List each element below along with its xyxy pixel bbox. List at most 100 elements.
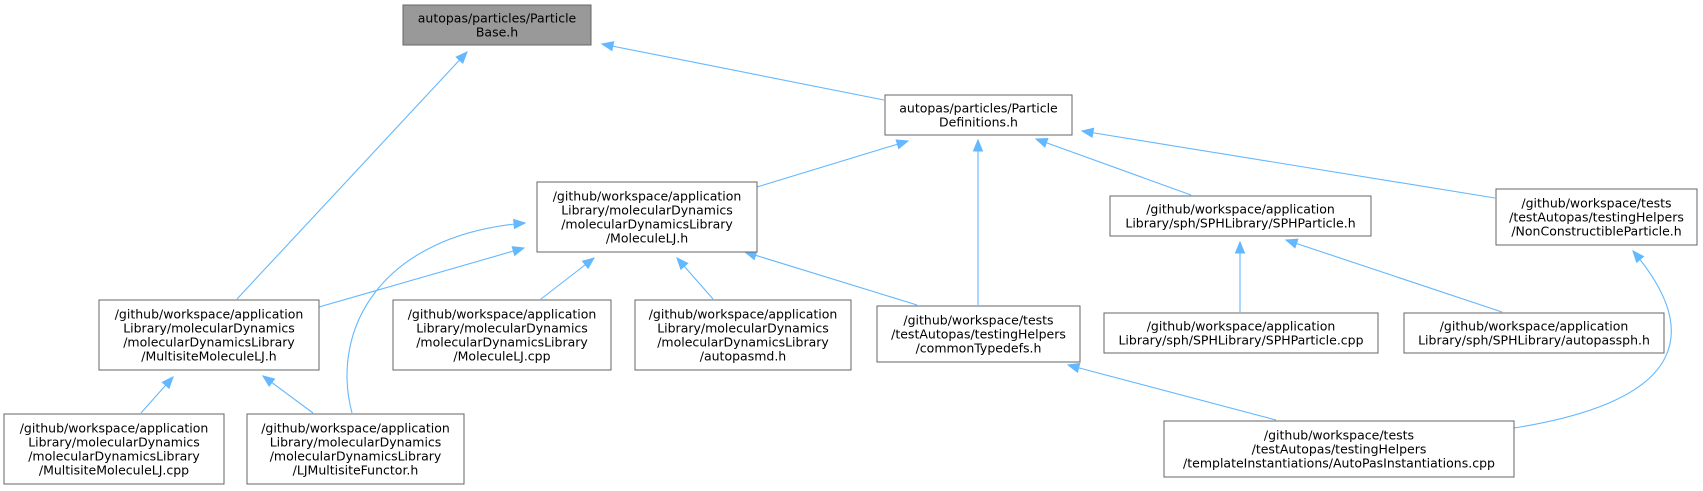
node-multisite-molecule-lj-h-label-line: /molecularDynamicsLibrary [123,335,295,350]
edge-molecule-lj-h-to-particle-definitions [756,140,909,188]
node-multisite-molecule-lj-h-label-line: /MultisiteMoleculeLJ.h [141,349,276,364]
edge-autopasmd-h-to-molecule-lj-h-arrowhead [676,257,689,271]
node-autopasmd-h[interactable]: /github/workspace/applicationLibrary/mol… [634,299,852,371]
node-lj-multisite-functor-h-label-line: Library/molecularDynamics [270,435,442,450]
node-autopassph-h[interactable]: /github/workspace/applicationLibrary/sph… [1403,312,1665,354]
node-particle-definitions-label-line: Definitions.h [939,115,1018,130]
node-multisite-molecule-lj-cpp-label-line: /github/workspace/application [20,421,209,436]
node-autopas-instantiations-cpp[interactable]: /github/workspace/tests/testAutopas/test… [1163,420,1515,478]
edge-particle-definitions-to-particle-base [601,43,885,101]
node-non-constructible-particle-h[interactable]: /github/workspace/tests/testAutopas/test… [1495,188,1698,246]
node-non-constructible-particle-h-label-line: /github/workspace/tests [1521,196,1671,211]
edge-autopassph-h-to-sph-particle-h-arrowhead [1284,238,1299,249]
node-sph-particle-cpp-box [1103,312,1379,354]
node-sph-particle-cpp-label-line: /github/workspace/application [1147,319,1336,334]
node-autopasmd-h-box [634,299,852,371]
edge-non-constructible-particle-h-to-particle-definitions [1081,130,1496,199]
edge-autopassph-h-to-sph-particle-h [1285,239,1503,313]
node-autopasmd-h-label-line: /autopasmd.h [700,349,786,364]
node-non-constructible-particle-h-label-line: /NonConstructibleParticle.h [1511,224,1681,239]
node-multisite-molecule-lj-h[interactable]: /github/workspace/applicationLibrary/mol… [98,299,320,371]
edge-lj-multisite-functor-h-to-molecule-lj-h [346,222,526,414]
node-molecule-lj-cpp-box [392,299,612,371]
node-molecule-lj-h-box [536,181,758,253]
edge-autopas-instantiations-cpp-to-non-constructible-particle-h-arrowhead [1632,249,1645,264]
node-autopas-instantiations-cpp-label-line: /testAutopas/testingHelpers [1252,442,1427,457]
node-sph-particle-h[interactable]: /github/workspace/applicationLibrary/sph… [1109,195,1372,237]
nodes-layer: autopas/particles/ParticleBase.hautopas/… [3,4,1698,485]
edge-multisite-molecule-lj-h-to-particle-base-arrowhead [455,51,468,64]
node-autopas-instantiations-cpp-label-line: /templateInstantiations/AutoPasInstantia… [1183,456,1495,471]
node-multisite-molecule-lj-h-label-line: Library/molecularDynamics [123,321,295,336]
node-autopassph-h-box [1403,312,1665,354]
edge-autopas-instantiations-cpp-to-common-typedefs-h [1067,364,1277,421]
node-non-constructible-particle-h-box [1495,188,1698,246]
edge-lj-multisite-functor-h-to-molecule-lj-h-arrowhead [513,218,527,230]
node-autopas-instantiations-cpp-box [1163,420,1515,478]
edge-sph-particle-h-to-particle-definitions-arrowhead [1034,137,1049,148]
edge-multisite-molecule-lj-cpp-to-multisite-molecule-lj-h-arrowhead [161,376,174,390]
node-multisite-molecule-lj-h-label-line: /github/workspace/application [115,307,304,322]
node-lj-multisite-functor-h-box [246,413,465,485]
node-particle-definitions-label-line: autopas/particles/Particle [899,101,1058,116]
node-autopasmd-h-label-line: /github/workspace/application [649,307,838,322]
node-sph-particle-h-label-line: Library/sph/SPHLibrary/SPHParticle.h [1125,216,1355,231]
node-non-constructible-particle-h-label-line: /testAutopas/testingHelpers [1509,210,1684,225]
node-common-typedefs-h-label-line: /github/workspace/tests [903,313,1053,328]
node-sph-particle-h-box [1109,195,1372,237]
edge-particle-definitions-to-particle-base-arrowhead [600,41,615,52]
node-molecule-lj-cpp[interactable]: /github/workspace/applicationLibrary/mol… [392,299,612,371]
node-molecule-lj-cpp-label-line: Library/molecularDynamics [416,321,588,336]
node-common-typedefs-h-label-line: /testAutopas/testingHelpers [891,327,1066,342]
node-common-typedefs-h-label-line: /commonTypedefs.h [916,341,1042,356]
node-particle-base-label-line: autopas/particles/Particle [418,11,577,26]
edge-multisite-molecule-lj-h-to-molecule-lj-h [318,247,525,308]
node-particle-base-box [402,4,592,46]
edge-common-typedefs-h-to-molecule-lj-h [744,251,918,306]
node-multisite-molecule-lj-cpp[interactable]: /github/workspace/applicationLibrary/mol… [3,413,225,485]
node-common-typedefs-h-box [876,305,1081,363]
edge-non-constructible-particle-h-to-particle-definitions-arrowhead [1080,127,1095,139]
edge-multisite-molecule-lj-h-to-particle-base [236,51,468,300]
edge-multisite-molecule-lj-h-to-molecule-lj-h-arrowhead [511,246,526,257]
edge-molecule-lj-h-to-particle-definitions-arrowhead [895,139,910,150]
node-autopas-instantiations-cpp-label-line: /github/workspace/tests [1264,428,1414,443]
edge-autopas-instantiations-cpp-to-non-constructible-particle-h [1513,250,1672,429]
node-molecule-lj-h-label-line: /github/workspace/application [553,189,742,204]
node-molecule-lj-h-label-line: /MoleculeLJ.h [606,231,688,246]
node-molecule-lj-h-label-line: Library/molecularDynamics [561,203,733,218]
node-multisite-molecule-lj-cpp-box [3,413,225,485]
node-autopassph-h-label-line: /github/workspace/application [1440,319,1629,334]
node-autopasmd-h-label-line: Library/molecularDynamics [657,321,829,336]
node-autopasmd-h-label-line: /molecularDynamicsLibrary [657,335,829,350]
edge-lj-multisite-functor-h-to-multisite-molecule-lj-h-arrowhead [261,375,276,388]
node-sph-particle-cpp-label-line: Library/sph/SPHLibrary/SPHParticle.cpp [1118,333,1363,348]
node-sph-particle-cpp[interactable]: /github/workspace/applicationLibrary/sph… [1103,312,1379,354]
node-common-typedefs-h[interactable]: /github/workspace/tests/testAutopas/test… [876,305,1081,363]
node-lj-multisite-functor-h[interactable]: /github/workspace/applicationLibrary/mol… [246,413,465,485]
node-autopassph-h-label-line: Library/sph/SPHLibrary/autopassph.h [1418,333,1650,348]
edges-layer [140,41,1672,429]
node-molecule-lj-h[interactable]: /github/workspace/applicationLibrary/mol… [536,181,758,253]
edge-sph-particle-h-to-particle-definitions [1035,138,1192,196]
node-particle-definitions-box [884,94,1073,136]
edge-common-typedefs-h-to-particle-definitions-arrowhead [972,138,984,152]
edge-molecule-lj-cpp-to-molecule-lj-h-arrowhead [581,257,596,270]
node-multisite-molecule-lj-cpp-label-line: /MultisiteMoleculeLJ.cpp [39,463,189,478]
node-multisite-molecule-lj-cpp-label-line: Library/molecularDynamics [28,435,200,450]
node-lj-multisite-functor-h-label-line: /LJMultisiteFunctor.h [293,463,419,478]
node-lj-multisite-functor-h-label-line: /github/workspace/application [261,421,450,436]
node-particle-base-label-line: Base.h [476,25,518,40]
edge-autopas-instantiations-cpp-to-common-typedefs-h-arrowhead [1066,362,1081,374]
node-multisite-molecule-lj-h-box [98,299,320,371]
node-lj-multisite-functor-h-label-line: /molecularDynamicsLibrary [270,449,442,464]
node-molecule-lj-h-label-line: /molecularDynamicsLibrary [561,217,733,232]
node-molecule-lj-cpp-label-line: /github/workspace/application [408,307,597,322]
node-molecule-lj-cpp-label-line: /MoleculeLJ.cpp [453,349,550,364]
node-molecule-lj-cpp-label-line: /molecularDynamicsLibrary [416,335,588,350]
node-multisite-molecule-lj-cpp-label-line: /molecularDynamicsLibrary [28,449,200,464]
node-sph-particle-h-label-line: /github/workspace/application [1146,202,1335,217]
